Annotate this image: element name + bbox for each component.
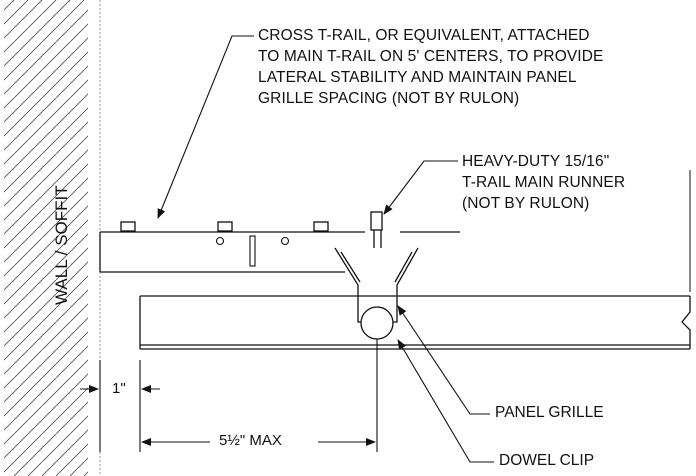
dowel-clip-label: DOWEL CLIP xyxy=(499,452,595,469)
main-runner-rail xyxy=(99,231,460,273)
panel-grille-label: PANEL GRILLE xyxy=(495,404,604,421)
wall-gap-dimension: 1" xyxy=(112,380,126,397)
cross-rail-note-line: LATERAL STABILITY AND MAINTAIN PANEL xyxy=(258,69,577,86)
wall-soffit-hatch xyxy=(4,0,101,476)
main-runner-note-line: T-RAIL MAIN RUNNER xyxy=(462,174,626,191)
cross-rail-note-line: GRILLE SPACING (NOT BY RULON) xyxy=(258,90,520,107)
rail-holes xyxy=(215,235,290,267)
dowel-clip xyxy=(334,247,419,340)
cross-rail-tabs xyxy=(120,221,329,232)
main-runner-note-line: HEAVY-DUTY 15/16" xyxy=(462,153,610,170)
dimension-lines xyxy=(80,339,378,452)
wall-soffit-label: WALL / SOFFIT xyxy=(52,185,71,305)
cross-rail-note-line: CROSS T-RAIL, OR EQUIVALENT, ATTACHED xyxy=(258,27,590,44)
cross-rail-note-line: TO MAIN T-RAIL ON 5' CENTERS, TO PROVIDE xyxy=(258,48,604,65)
main-runner-note-line: (NOT BY RULON) xyxy=(462,195,590,212)
main-runner-note: HEAVY-DUTY 15/16" T-RAIL MAIN RUNNER (NO… xyxy=(462,151,625,214)
max-spacing-dimension: 5½" MAX xyxy=(219,432,282,449)
cross-rail-note: CROSS T-RAIL, OR EQUIVALENT, ATTACHED TO… xyxy=(258,25,603,109)
panel-grille xyxy=(139,295,691,350)
leader-lines xyxy=(157,35,494,463)
